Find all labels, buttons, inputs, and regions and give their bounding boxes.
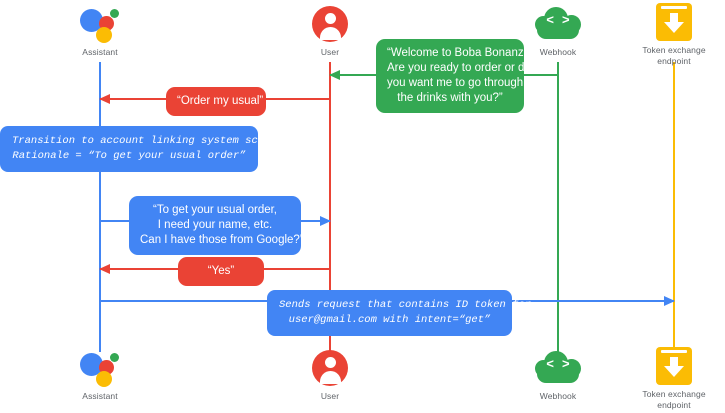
message-yes: “Yes”	[178, 257, 264, 286]
actor-assistant-top: Assistant	[40, 4, 160, 58]
message-welcome-line-4: the drinks with you?”	[397, 92, 503, 104]
token-label-line-1: Token exchange	[642, 389, 706, 399]
message-consent-request-line-3: Can I have those from Google?”	[140, 234, 304, 246]
code-brackets-glyph: < >	[546, 357, 570, 372]
message-order-my-usual-line-1: “Order my usual”	[177, 95, 264, 107]
lifeline-assistant	[99, 62, 101, 352]
google-assistant-icon	[40, 348, 160, 388]
note-token-request-line-2: user@gmail.com with intent=“get”	[288, 314, 491, 326]
message-consent-request-line-1: “To get your usual order,	[152, 204, 277, 216]
note-transition-line-2: Rationale = “To get your usual order”	[12, 150, 246, 162]
actor-user-bottom: User	[270, 348, 390, 402]
message-yes-line-1: “Yes”	[207, 265, 235, 277]
message-welcome-line-2: Are you ready to order or do	[387, 62, 531, 74]
token-download-icon	[614, 346, 725, 386]
cloud-code-icon: < >	[498, 4, 618, 44]
note-token-request: Sends request that contains ID token for…	[267, 290, 532, 336]
arrow-token-request-assistant-to-token-endpoint	[560, 296, 675, 306]
actor-label-token-endpoint: Token exchange endpoint	[614, 389, 725, 411]
lifeline-webhook	[557, 62, 559, 352]
message-welcome-line-3: you want me to go through	[387, 77, 524, 89]
user-avatar-icon	[270, 4, 390, 44]
actor-assistant-bottom: Assistant	[40, 348, 160, 402]
cloud-code-icon: < >	[498, 348, 618, 388]
actor-label-webhook: Webhook	[539, 47, 577, 57]
actor-label-webhook: Webhook	[539, 391, 577, 401]
message-consent-request: “To get your usual order, I need your na…	[129, 196, 304, 255]
message-welcome: “Welcome to Boba Bonanza! Are you ready …	[376, 39, 534, 113]
google-assistant-icon	[40, 4, 160, 44]
actor-user-top: User	[270, 4, 390, 58]
actor-webhook-top: < > Webhook	[498, 4, 618, 58]
user-avatar-icon	[270, 348, 390, 388]
message-consent-request-line-2: I need your name, etc.	[157, 219, 273, 231]
actor-webhook-bottom: < > Webhook	[498, 348, 618, 402]
token-download-icon	[614, 2, 725, 42]
actor-token-endpoint-top: Token exchange endpoint	[614, 2, 725, 67]
actor-label-assistant: Assistant	[82, 391, 118, 401]
actor-label-user: User	[320, 47, 340, 57]
message-welcome-line-1: “Welcome to Boba Bonanza!	[387, 47, 534, 59]
message-order-my-usual: “Order my usual”	[166, 87, 266, 116]
lifeline-token-endpoint	[673, 62, 675, 352]
token-label-line-1: Token exchange	[642, 45, 706, 55]
note-token-request-line-1: Sends request that contains ID token for	[279, 299, 532, 311]
token-label-line-2: endpoint	[657, 400, 691, 410]
actor-label-assistant: Assistant	[82, 47, 118, 57]
token-label-line-2: endpoint	[657, 56, 691, 66]
lifeline-user	[329, 62, 331, 352]
note-transition-line-1: Transition to account linking system sce…	[12, 135, 283, 147]
actor-token-endpoint-bottom: Token exchange endpoint	[614, 346, 725, 411]
actor-label-user: User	[320, 391, 340, 401]
code-brackets-glyph: < >	[546, 13, 570, 28]
actor-label-token-endpoint: Token exchange endpoint	[614, 45, 725, 67]
note-transition-account-linking: Transition to account linking system sce…	[0, 126, 283, 172]
